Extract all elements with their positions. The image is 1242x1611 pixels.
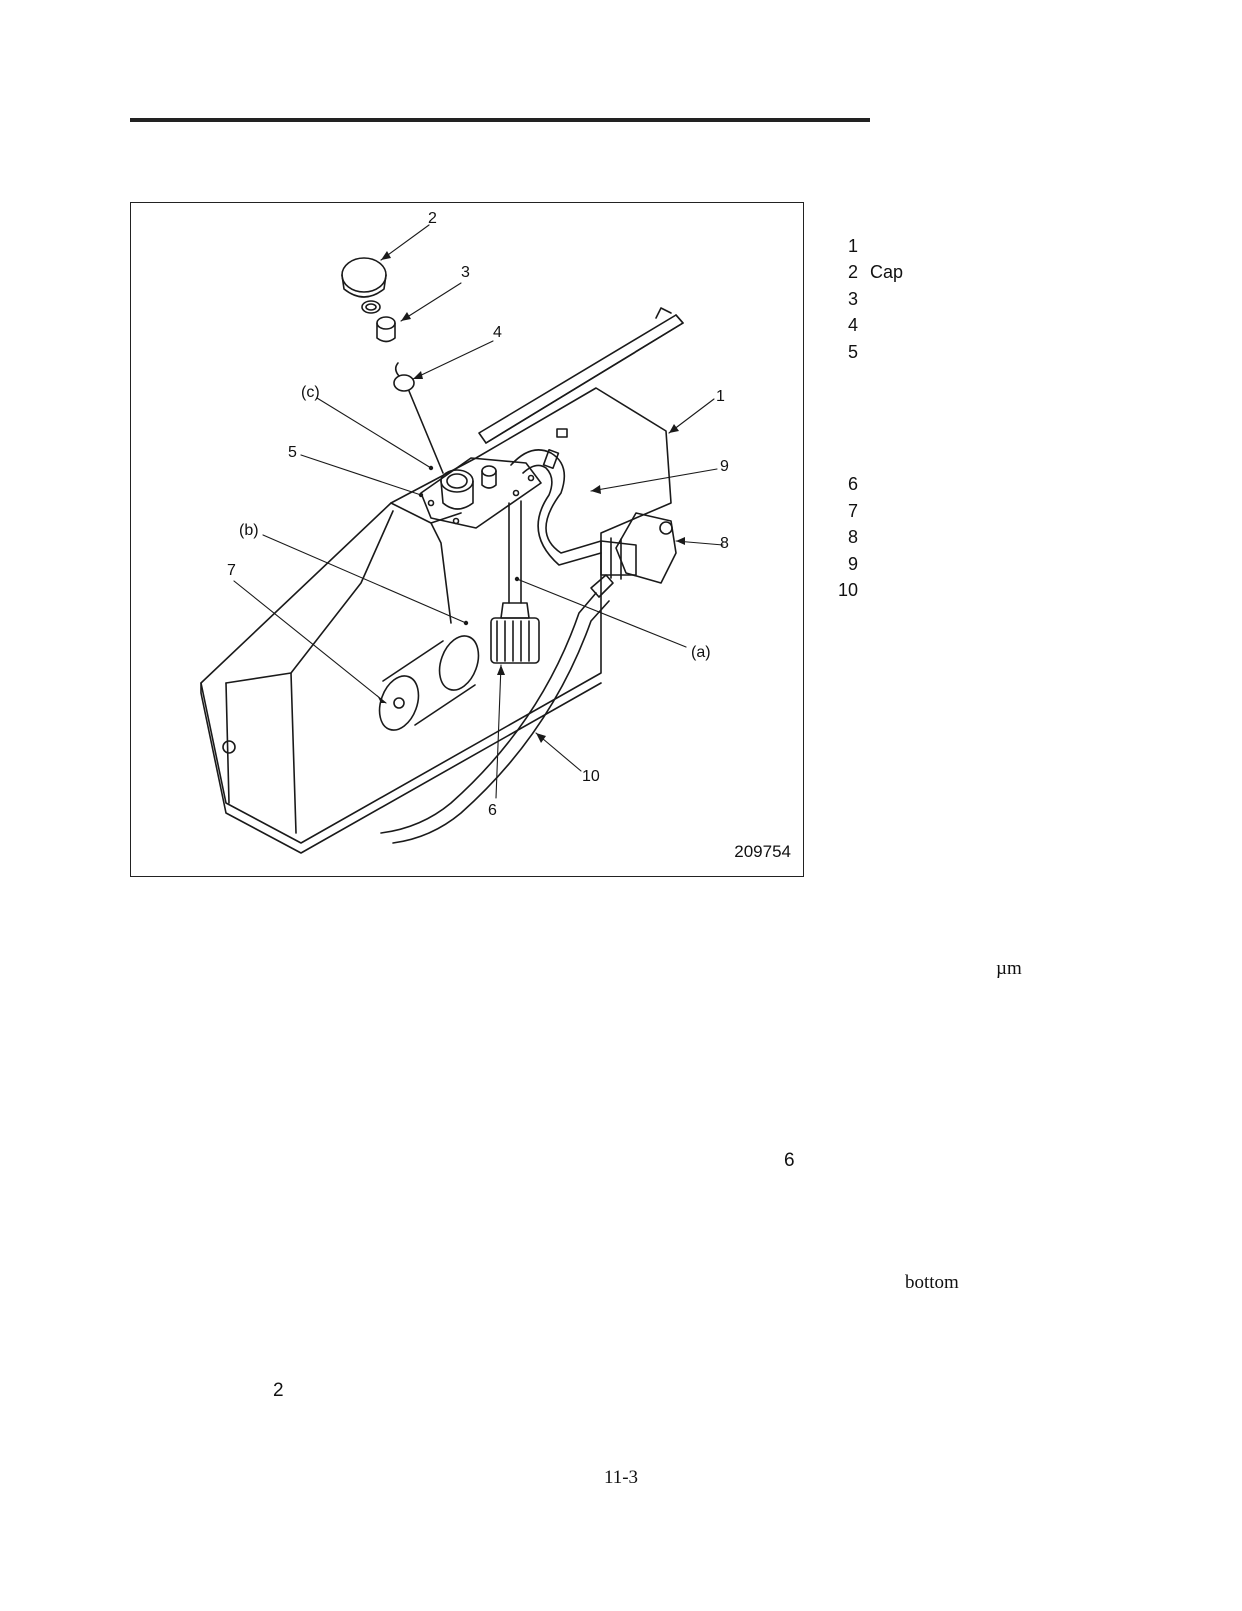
legend-item: 2 Cap [830,262,903,283]
legend-item: 7 [830,501,870,522]
fuel-tank-figure: 2 3 4 (c) 5 (b) 7 1 9 8 (a) 10 6 209754 [130,202,804,877]
callout-5: 5 [288,444,297,461]
legend-number: 10 [837,580,858,600]
header-rule [130,118,870,122]
callout-2: 2 [428,210,437,227]
legend-item: 6 [830,474,870,495]
callout-1: 1 [716,388,725,405]
page-number: 11-3 [603,1467,639,1488]
legend-item: 1 [830,236,870,257]
callout-4: 4 [493,324,502,341]
legend-item: 3 [830,289,870,310]
callout-c: (c) [301,384,320,401]
legend-number: 2 [847,262,858,282]
body-number-six: 6 [784,1150,795,1171]
fuel-tank-illustration [200,224,724,854]
legend-number: 3 [847,289,858,309]
callout-10: 10 [582,768,600,785]
legend-text: Cap [870,262,904,282]
micron-unit-text: µm [996,958,1022,979]
legend-item: 9 [830,554,870,575]
legend-number: 1 [847,236,858,256]
callout-7: 7 [227,562,236,579]
legend-number: 5 [847,342,858,362]
legend-number: 4 [847,315,858,335]
callout-b: (b) [239,522,259,539]
legend-number: 7 [847,501,858,521]
legend-item: 8 [830,527,870,548]
callout-a: (a) [691,644,711,661]
callout-9: 9 [720,458,729,475]
body-word-bottom: bottom [905,1272,959,1293]
body-number-two: 2 [273,1380,284,1401]
callout-8: 8 [720,535,729,552]
figure-id-label: 209754 [734,842,791,861]
callout-6: 6 [488,802,497,819]
legend-item: 10 [830,580,870,601]
callout-3: 3 [461,264,470,281]
legend-number: 6 [847,474,858,494]
legend-number: 9 [847,554,858,574]
legend-item: 4 [830,315,870,336]
legend-number: 8 [847,527,858,547]
legend-item: 5 [830,342,870,363]
